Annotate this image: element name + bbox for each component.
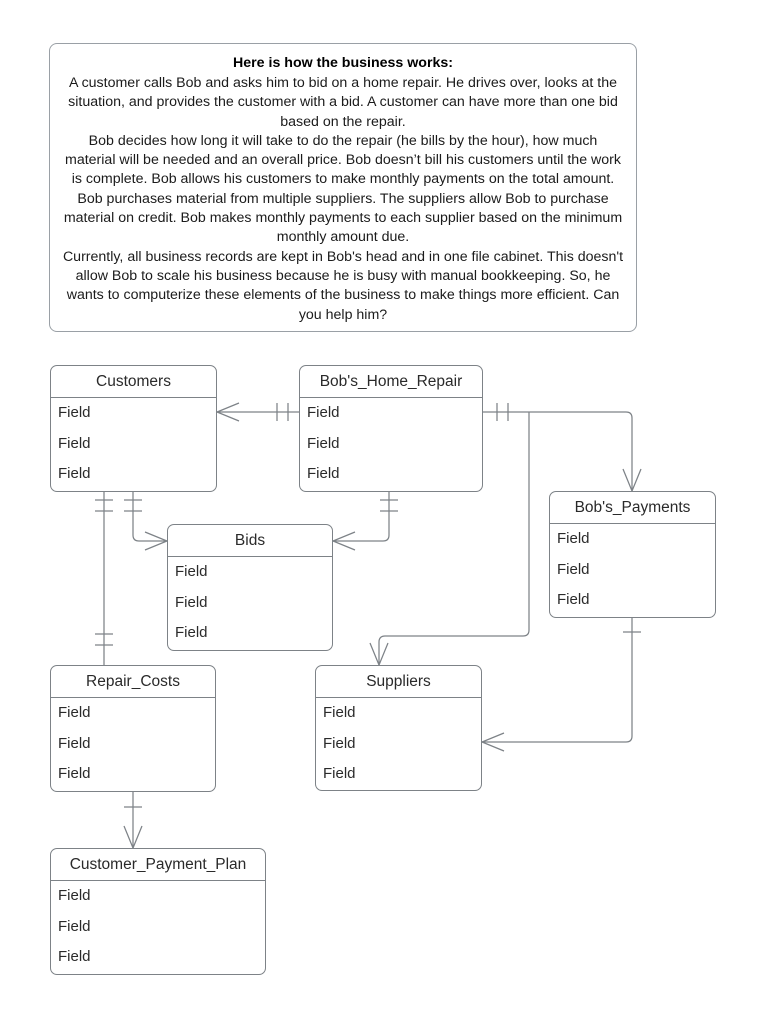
entity-field[interactable]: Field (175, 624, 208, 641)
relationship-suppliers-bobs-payments (480, 618, 641, 752)
entity-bids-title: Bids (168, 525, 332, 557)
entity-repair-costs[interactable]: Repair_Costs Field Field Field (50, 665, 216, 792)
entity-customer-payment-plan-fields: Field Field Field (51, 881, 265, 973)
entity-field[interactable]: Field (175, 593, 208, 611)
entity-field[interactable]: Field (58, 765, 91, 782)
relationship-customers-bids (124, 492, 169, 551)
entity-field[interactable]: Field (58, 948, 91, 965)
entity-field[interactable]: Field (323, 734, 356, 752)
entity-field[interactable]: Field (557, 560, 590, 578)
entity-field[interactable]: Field (307, 434, 340, 452)
entity-customers[interactable]: Customers Field Field Field (50, 365, 217, 492)
entity-suppliers-fields: Field Field Field (316, 698, 481, 790)
entity-field[interactable]: Field (557, 530, 590, 547)
relationship-bobs-home-repair-bids (331, 492, 398, 551)
entity-bobs-payments[interactable]: Bob's_Payments Field Field Field (549, 491, 716, 618)
entity-field[interactable]: Field (58, 704, 91, 721)
entity-field[interactable]: Field (58, 434, 91, 452)
relationship-repair-costs-customer-payment-plan (123, 792, 143, 850)
entity-bobs-home-repair-title: Bob's_Home_Repair (300, 366, 482, 398)
entity-field[interactable]: Field (557, 591, 590, 608)
entity-repair-costs-fields: Field Field Field (51, 698, 215, 790)
entity-customer-payment-plan-title: Customer_Payment_Plan (51, 849, 265, 881)
entity-customers-title: Customers (51, 366, 216, 398)
entity-bids-fields: Field Field Field (168, 557, 332, 649)
entity-suppliers-title: Suppliers (316, 666, 481, 698)
entity-customer-payment-plan[interactable]: Customer_Payment_Plan Field Field Field (50, 848, 266, 975)
relationship-customers-repair-costs (95, 492, 113, 665)
business-description-paragraph-2: Bob decides how long it will take to do … (65, 132, 621, 188)
entity-field[interactable]: Field (307, 465, 340, 482)
business-description-paragraph-4: Currently, all business records are kept… (62, 248, 624, 323)
entity-field[interactable]: Field (58, 917, 91, 935)
entity-bobs-payments-fields: Field Field Field (550, 524, 715, 616)
business-description-paragraph-3: Bob purchases material from multiple sup… (63, 190, 623, 246)
entity-field[interactable]: Field (58, 404, 91, 421)
business-description-paragraph-1: A customer calls Bob and asks him to bid… (68, 75, 618, 130)
business-description-panel: Here is how the business works: A custom… (49, 43, 637, 332)
entity-field[interactable]: Field (58, 887, 91, 904)
entity-bids[interactable]: Bids Field Field Field (167, 524, 333, 651)
entity-field[interactable]: Field (175, 563, 208, 580)
relationship-customers-bobs-home-repair (215, 402, 299, 422)
entity-field[interactable]: Field (323, 704, 356, 721)
entity-bobs-payments-title: Bob's_Payments (550, 492, 715, 524)
entity-suppliers[interactable]: Suppliers Field Field Field (315, 665, 482, 791)
entity-field[interactable]: Field (323, 765, 356, 782)
entity-field[interactable]: Field (307, 404, 340, 421)
business-description-title: Here is how the business works: (233, 55, 453, 71)
entity-field[interactable]: Field (58, 465, 91, 482)
entity-customers-fields: Field Field Field (51, 398, 216, 490)
entity-bobs-home-repair-fields: Field Field Field (300, 398, 482, 490)
entity-bobs-home-repair[interactable]: Bob's_Home_Repair Field Field Field (299, 365, 483, 492)
entity-repair-costs-title: Repair_Costs (51, 666, 215, 698)
entity-field[interactable]: Field (58, 734, 91, 752)
relationship-bobs-home-repair-bobs-payments (483, 403, 642, 493)
